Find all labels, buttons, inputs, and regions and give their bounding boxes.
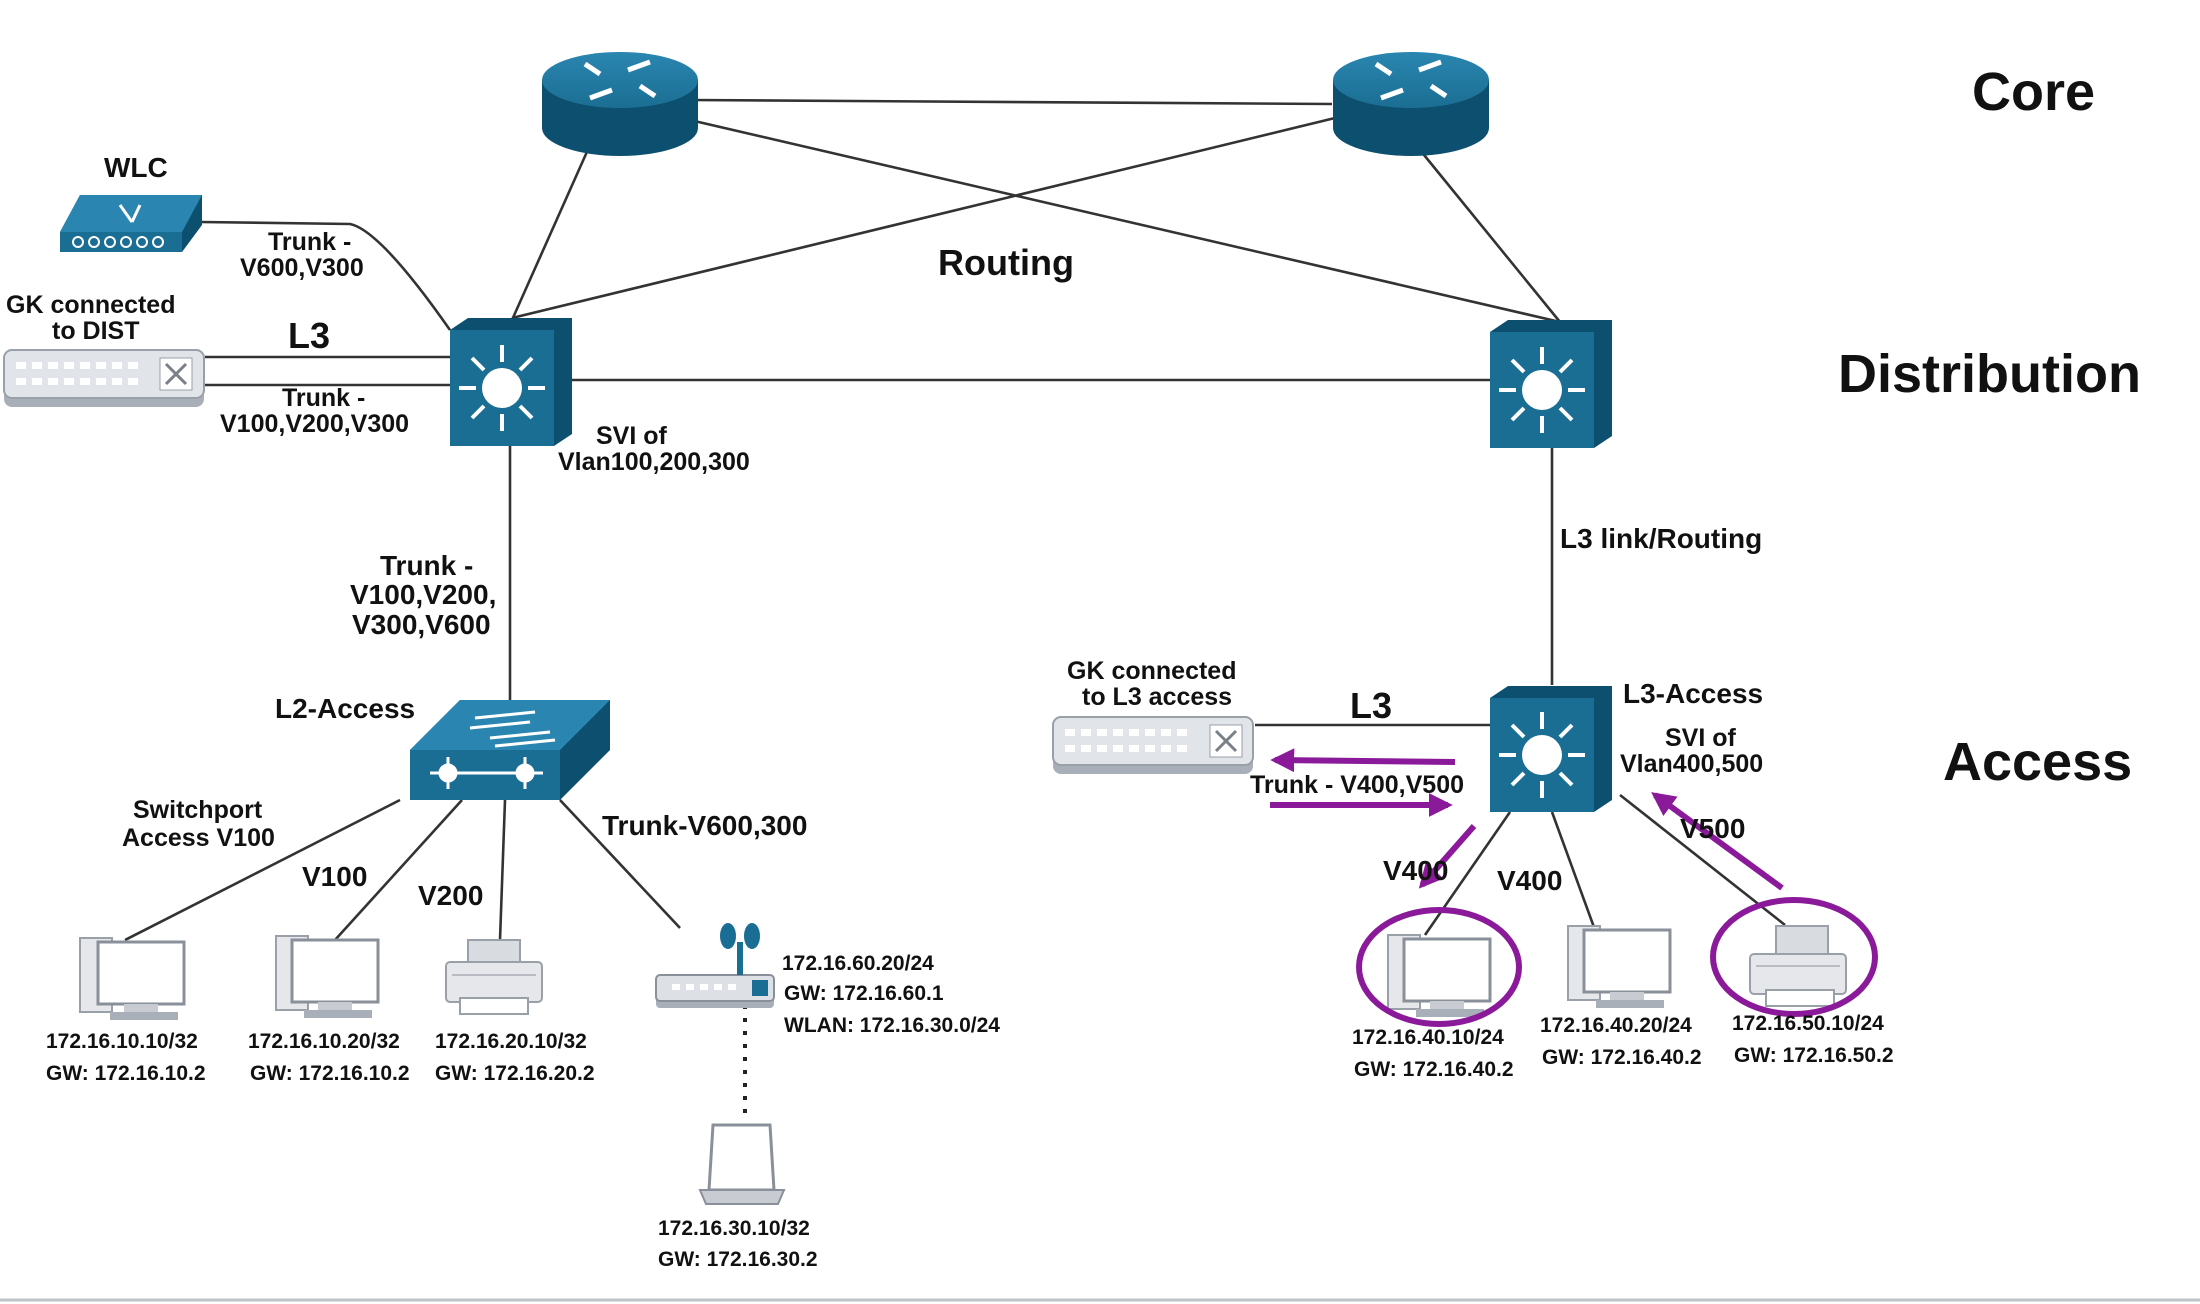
gk-l3-label-2: to L3 access bbox=[1082, 683, 1232, 711]
host-2-ip: 172.16.10.20/32 bbox=[248, 1030, 400, 1053]
highlight-circle-pc bbox=[1356, 907, 1522, 1027]
link-l3-pc2 bbox=[1550, 811, 1597, 931]
host-7-gw: GW: 172.16.30.2 bbox=[658, 1248, 818, 1271]
dist-trunk-label-1: Trunk - bbox=[282, 384, 365, 412]
switchport-label-2: Access V100 bbox=[122, 824, 275, 852]
v400-label-a: V400 bbox=[1383, 855, 1448, 886]
svi-l3-label-1: SVI of bbox=[1665, 724, 1737, 752]
links bbox=[124, 98, 1786, 1120]
host-3-ip: 172.16.20.10/32 bbox=[435, 1030, 587, 1053]
host-5-ip: 172.16.40.20/24 bbox=[1540, 1014, 1692, 1037]
printer-host-2[interactable] bbox=[1749, 925, 1847, 1007]
arrow-to-gk bbox=[1270, 748, 1456, 773]
host-4-gw: GW: 172.16.40.2 bbox=[1354, 1058, 1514, 1081]
dist-l3-label: L3 bbox=[288, 315, 330, 356]
link-l2-ap bbox=[559, 799, 681, 929]
l3access-trunk-label: Trunk - V400,V500 bbox=[1250, 771, 1464, 799]
gk-switch-dist[interactable] bbox=[3, 349, 205, 407]
host-1-gw: GW: 172.16.10.2 bbox=[46, 1062, 206, 1085]
multilayer-switch-icon bbox=[1499, 347, 1585, 433]
link-l2-printer bbox=[498, 799, 507, 941]
link-l2-pc1 bbox=[124, 798, 401, 942]
link-wlc-dist bbox=[199, 220, 452, 331]
svi-dist-label-1: SVI of bbox=[596, 422, 668, 450]
dist-down-trunk-label-1: Trunk - bbox=[380, 550, 473, 581]
pc-host-2[interactable] bbox=[275, 935, 380, 1018]
ap-ip: 172.16.60.20/24 bbox=[782, 952, 934, 975]
switchport-label-1: Switchport bbox=[133, 796, 263, 824]
l3access-l3-label: L3 bbox=[1350, 685, 1392, 726]
v500-label: V500 bbox=[1680, 813, 1745, 844]
core-router-2[interactable] bbox=[1333, 52, 1489, 156]
trunk-ap-label: Trunk-V600,300 bbox=[602, 810, 807, 841]
router-arrows-icon bbox=[583, 59, 657, 101]
pc-host-1[interactable] bbox=[79, 937, 186, 1020]
l3-access-label: L3-Access bbox=[1623, 678, 1763, 709]
host-3-gw: GW: 172.16.20.2 bbox=[435, 1062, 595, 1085]
link-core-core bbox=[689, 98, 1333, 106]
v100-label: V100 bbox=[302, 861, 367, 892]
wlc-trunk-label-1: Trunk - bbox=[268, 228, 351, 256]
routing-label: Routing bbox=[938, 242, 1074, 283]
switch-arrows-icon bbox=[469, 710, 556, 748]
wlc-device[interactable] bbox=[60, 195, 202, 252]
multilayer-switch-icon bbox=[459, 345, 545, 431]
v200-label: V200 bbox=[418, 880, 483, 911]
wlc-label: WLC bbox=[104, 152, 168, 183]
host-1-ip: 172.16.10.10/32 bbox=[46, 1030, 198, 1053]
layer-label-core: Core bbox=[1972, 62, 2095, 122]
v400-label-b: V400 bbox=[1497, 865, 1562, 896]
gk-dist-label-1: GK connected bbox=[6, 291, 175, 319]
pc-host-4[interactable] bbox=[1387, 934, 1492, 1017]
laptop-host[interactable] bbox=[698, 1123, 786, 1205]
gk-switch-l3-access[interactable] bbox=[1052, 716, 1254, 774]
link-core2-dist2 bbox=[1418, 149, 1562, 323]
gk-dist-label-2: to DIST bbox=[52, 317, 140, 345]
antenna-icon bbox=[720, 923, 760, 949]
arrow-from-printer bbox=[1651, 792, 1784, 891]
host-6-gw: GW: 172.16.50.2 bbox=[1734, 1044, 1894, 1067]
l2-access-label: L2-Access bbox=[275, 693, 415, 724]
cross-arrows-icon bbox=[164, 362, 188, 386]
layer-label-access: Access bbox=[1943, 732, 2132, 792]
dist-trunk-label-2: V100,V200,V300 bbox=[220, 410, 409, 438]
link-core2-dist1 bbox=[511, 116, 1336, 320]
link-l2-pc2 bbox=[334, 799, 463, 941]
dist-down-trunk-label-3: V300,V600 bbox=[352, 609, 491, 640]
link-core1-dist2 bbox=[689, 118, 1561, 324]
distribution-switch-1[interactable] bbox=[450, 318, 572, 446]
wlc-trunk-label-2: V600,V300 bbox=[240, 254, 364, 282]
printer-host-1[interactable] bbox=[445, 939, 543, 1015]
router-arrows-icon bbox=[1374, 59, 1448, 101]
access-point[interactable] bbox=[655, 923, 775, 1008]
arrow-to-pc bbox=[1418, 824, 1477, 889]
l2-access-switch[interactable] bbox=[410, 700, 610, 800]
link-core1-dist1 bbox=[510, 144, 592, 321]
highlight-circle-printer bbox=[1710, 897, 1878, 1017]
ap-gw: GW: 172.16.60.1 bbox=[784, 982, 944, 1005]
host-7-ip: 172.16.30.10/32 bbox=[658, 1217, 810, 1240]
cross-arrows-icon bbox=[1214, 729, 1238, 753]
host-5-gw: GW: 172.16.40.2 bbox=[1542, 1046, 1702, 1069]
gk-l3-label-1: GK connected bbox=[1067, 657, 1236, 685]
highlight-annotations bbox=[1270, 748, 1878, 1027]
l3-link-routing-label: L3 link/Routing bbox=[1560, 523, 1762, 554]
pc-host-5[interactable] bbox=[1567, 925, 1672, 1008]
link-l3-pc1 bbox=[1423, 811, 1512, 936]
dist-down-trunk-label-2: V100,V200, bbox=[350, 579, 496, 610]
layer-label-distribution: Distribution bbox=[1838, 344, 2141, 404]
ap-wlan: WLAN: 172.16.30.0/24 bbox=[784, 1014, 1000, 1037]
core-router-1[interactable] bbox=[542, 52, 698, 156]
multilayer-switch-icon bbox=[1499, 712, 1585, 798]
svi-dist-label-2: Vlan100,200,300 bbox=[558, 448, 750, 476]
host-4-ip: 172.16.40.10/24 bbox=[1352, 1026, 1504, 1049]
distribution-switch-2[interactable] bbox=[1490, 320, 1612, 448]
host-2-gw: GW: 172.16.10.2 bbox=[250, 1062, 410, 1085]
svi-l3-label-2: Vlan400,500 bbox=[1620, 750, 1763, 778]
host-6-ip: 172.16.50.10/24 bbox=[1732, 1012, 1884, 1035]
l3-access-switch[interactable] bbox=[1490, 686, 1612, 812]
